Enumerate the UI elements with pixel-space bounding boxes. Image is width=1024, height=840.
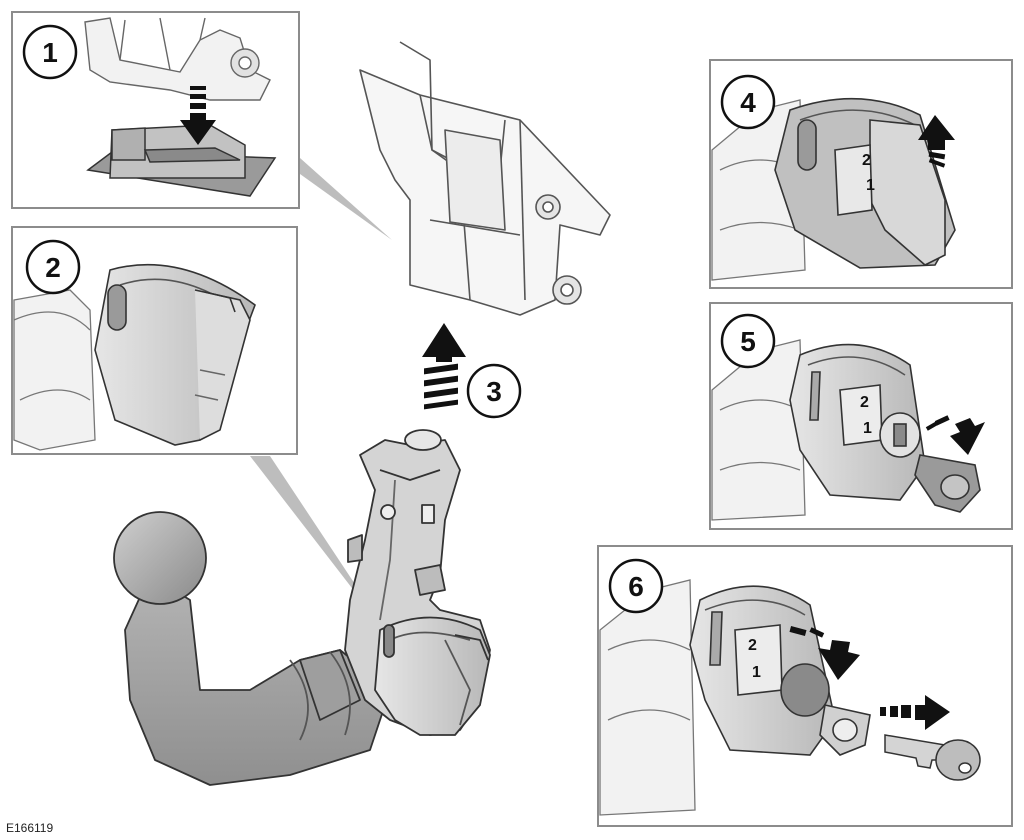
protective-cover [86, 124, 277, 197]
locking-collar [94, 263, 256, 446]
rotate-up-arrow [918, 115, 955, 168]
step-marker-6: 6 [608, 558, 664, 614]
dial-mark-2-panel-4: 2 [862, 152, 871, 169]
panel-step-5: 2 1 [709, 302, 1013, 530]
key-icon [884, 734, 981, 781]
step-marker-4: 4 [720, 74, 776, 130]
panel-step-4: 2 1 [709, 59, 1013, 289]
step-number-1: 1 [42, 37, 58, 68]
collar-closed [774, 97, 956, 269]
callout-wedge-1 [300, 158, 392, 240]
step-number-4: 4 [740, 87, 756, 118]
step-marker-2: 2 [25, 239, 81, 295]
tow-ball-assembly [113, 429, 491, 786]
dial-mark-1-panel-5: 1 [863, 420, 872, 437]
step-marker-5: 5 [720, 313, 776, 369]
turn-key-arrow [789, 626, 860, 680]
dial-mark-2-panel-6: 2 [748, 637, 757, 654]
dial-mark-1-panel-6: 1 [752, 664, 761, 681]
step-3-arrow [422, 323, 466, 410]
step-marker-1: 1 [22, 24, 78, 80]
step-number-2: 2 [45, 252, 61, 283]
step-marker-3: 3 [466, 363, 522, 419]
step-number-3: 3 [486, 376, 502, 407]
collar-cap-open [789, 343, 981, 513]
vehicle-bracket [359, 41, 611, 316]
dial-mark-1-panel-4: 1 [866, 177, 875, 194]
tow-ball [113, 511, 207, 605]
dial-mark-2-panel-5: 2 [860, 394, 869, 411]
panel-step-1 [11, 11, 300, 209]
figure-id-caption: E166119 [6, 821, 54, 835]
remove-key-arrow [880, 695, 950, 730]
step-number-6: 6 [628, 571, 644, 602]
step-number-5: 5 [740, 326, 756, 357]
open-cap-arrow [925, 415, 985, 455]
push-down-arrow [180, 86, 216, 145]
